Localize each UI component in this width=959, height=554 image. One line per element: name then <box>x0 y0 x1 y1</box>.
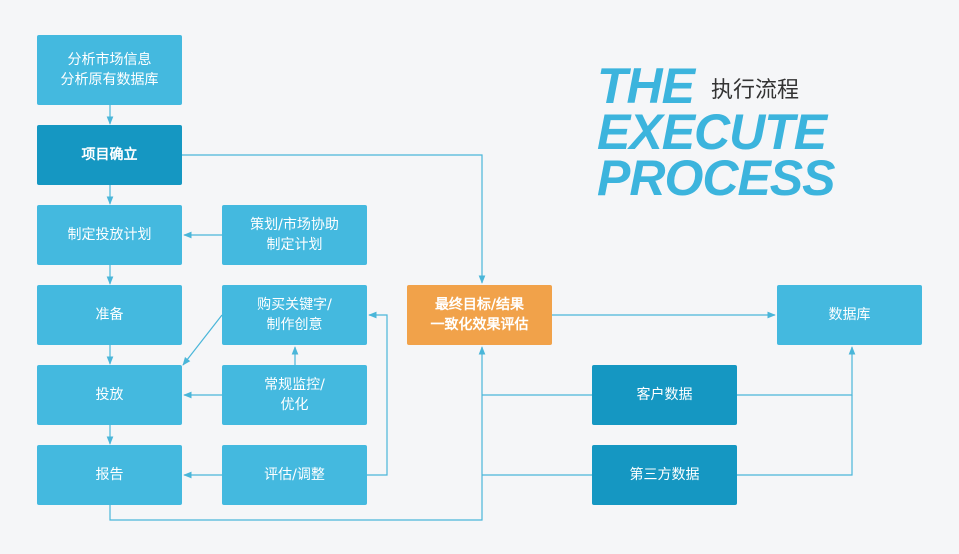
node-prepare: 准备 <box>37 285 182 345</box>
node-evaluate-adjust: 评估/调整 <box>222 445 367 505</box>
title-process: PROCESS <box>597 150 836 206</box>
arrow-evaluate-to-keywords <box>367 311 388 476</box>
arrow-project-to-goal <box>182 154 486 284</box>
node-third-party-data: 第三方数据 <box>592 445 737 505</box>
arrow-report-to-goal <box>109 346 486 521</box>
title-the: THE <box>597 58 695 114</box>
node-database: 数据库 <box>777 285 922 345</box>
node-project-established: 项目确立 <box>37 125 182 185</box>
node-analyze-market: 分析市场信息 分析原有数据库 <box>37 35 182 105</box>
line-thirdparty-to-database <box>737 395 853 476</box>
arrow-customer-to-database <box>737 346 856 396</box>
node-strategy-assist: 策划/市场协助 制定计划 <box>222 205 367 265</box>
node-monitor-optimize: 常规监控/ 优化 <box>222 365 367 425</box>
title-execute: EXECUTE <box>597 104 827 160</box>
node-deliver: 投放 <box>37 365 182 425</box>
node-delivery-plan: 制定投放计划 <box>37 205 182 265</box>
node-final-goal: 最终目标/结果 一致化效果评估 <box>407 285 552 345</box>
node-report: 报告 <box>37 445 182 505</box>
node-customer-data: 客户数据 <box>592 365 737 425</box>
node-keywords-creative: 购买关键字/ 制作创意 <box>222 285 367 345</box>
arrow-keywords-to-deliver <box>182 314 223 366</box>
title-chinese: 执行流程 <box>711 78 800 103</box>
